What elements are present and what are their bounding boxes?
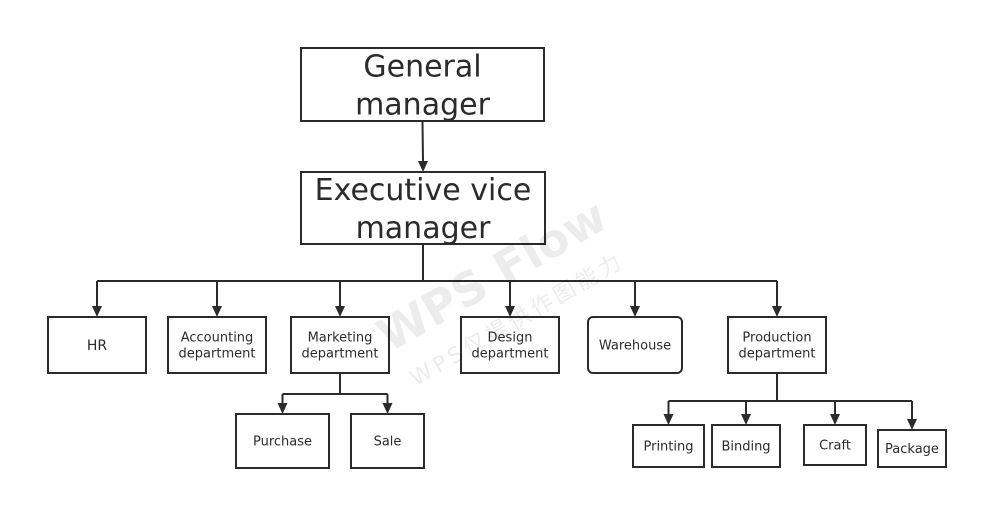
arrow-head: [663, 414, 674, 425]
node-production-label: department: [739, 347, 816, 362]
node-package[interactable]: Package: [877, 429, 947, 468]
node-marketing-label: Marketing: [308, 331, 373, 346]
arrow-head: [772, 306, 782, 317]
node-printing[interactable]: Printing: [632, 424, 705, 468]
node-executive-vice-manager-box: [300, 171, 546, 245]
node-purchase-label: Purchase: [253, 435, 312, 450]
node-accounting-label: Accounting: [181, 331, 254, 346]
arrow-head: [418, 161, 428, 172]
arrow-head: [505, 306, 515, 317]
node-design-label: department: [472, 347, 549, 362]
node-craft-label: Craft: [819, 439, 851, 454]
arrow-head: [630, 306, 640, 317]
connector-executive-vice-manager: [92, 244, 782, 317]
arrow-head: [830, 414, 840, 425]
node-hr[interactable]: HR: [47, 316, 147, 374]
node-sale-label: Sale: [374, 435, 402, 450]
arrow-head: [212, 306, 222, 317]
connector-line: [421, 120, 424, 163]
node-production-label: Production: [742, 331, 811, 346]
node-warehouse[interactable]: Warehouse: [587, 316, 683, 374]
node-accounting-box: [167, 316, 267, 374]
arrow-head: [277, 403, 288, 414]
arrow-head: [382, 403, 393, 414]
node-general-manager-label: General: [363, 49, 481, 84]
connector-layer: [92, 120, 917, 430]
node-craft-box: [803, 424, 867, 466]
arrow-head: [92, 306, 102, 317]
node-executive-vice-manager-label: manager: [356, 211, 492, 246]
connector-marketing: [277, 373, 393, 414]
node-binding[interactable]: Binding: [711, 424, 781, 468]
node-marketing-box: [290, 316, 390, 374]
node-design-box: [460, 316, 560, 374]
node-package-box: [877, 429, 947, 468]
node-craft[interactable]: Craft: [803, 424, 867, 466]
node-binding-box: [711, 424, 781, 468]
node-executive-vice-manager-label: Executive vice: [315, 173, 532, 208]
node-printing-box: [632, 424, 705, 468]
node-warehouse-box: [587, 316, 683, 374]
node-production-box: [727, 316, 827, 374]
node-package-label: Package: [885, 442, 939, 457]
arrow-head: [741, 414, 751, 425]
node-hr-label: HR: [87, 338, 108, 354]
connector-production: [663, 373, 917, 430]
node-purchase[interactable]: Purchase: [235, 413, 330, 469]
node-purchase-box: [235, 413, 330, 469]
node-marketing-label: department: [302, 347, 379, 362]
node-general-manager-box: [300, 47, 545, 122]
node-hr-box: [47, 316, 147, 374]
node-printing-label: Printing: [643, 440, 693, 455]
arrow-head: [335, 306, 345, 317]
node-sale-box: [350, 413, 425, 469]
node-general-manager-label: manager: [355, 87, 491, 122]
node-sale[interactable]: Sale: [350, 413, 425, 469]
arrow-head: [907, 419, 917, 430]
node-design-label: Design: [488, 331, 533, 346]
node-accounting-label: department: [179, 347, 256, 362]
node-warehouse-label: Warehouse: [599, 339, 671, 354]
node-binding-label: Binding: [721, 440, 770, 455]
connector-general-manager: [418, 120, 428, 172]
